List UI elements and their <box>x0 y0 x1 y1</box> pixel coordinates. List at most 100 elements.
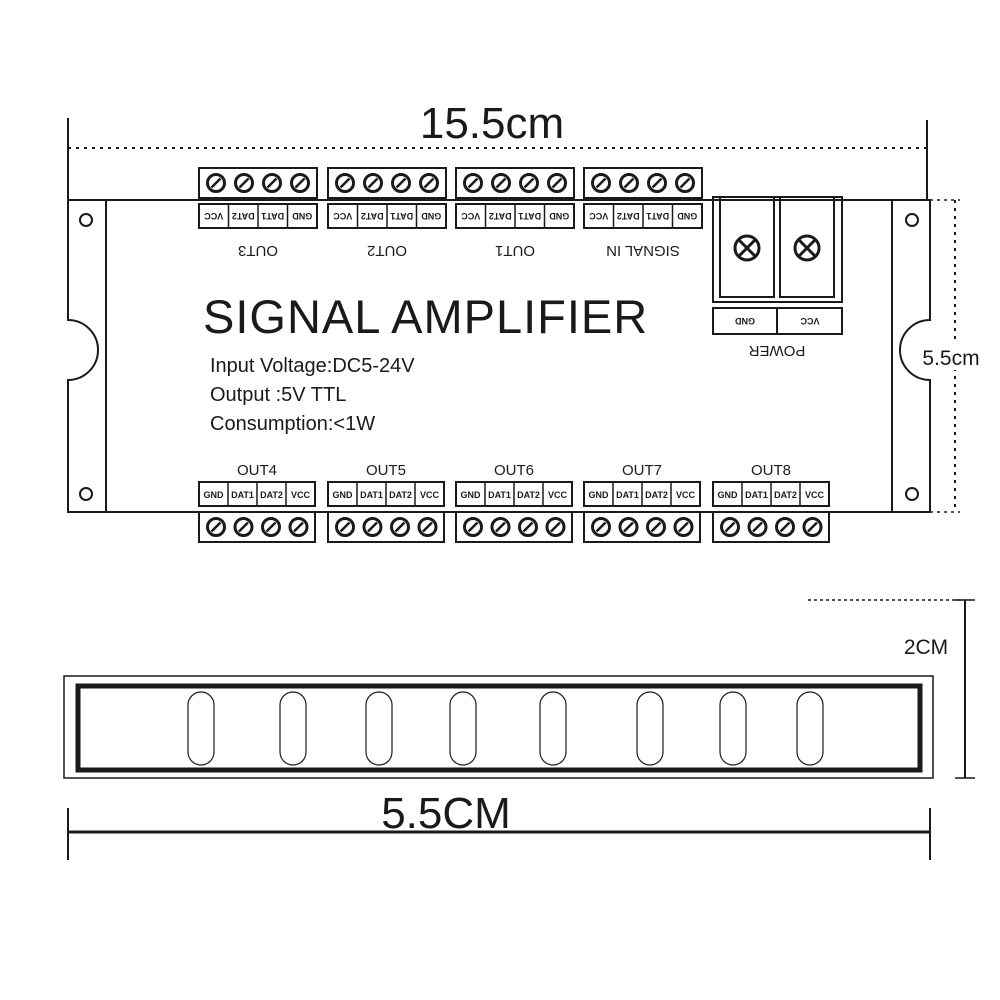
pin-label-dat2: DAT2 <box>389 490 412 500</box>
vent-slot <box>279 691 307 766</box>
pin-label-vcc: VCC <box>676 490 696 500</box>
screw-terminal-icon <box>261 517 281 537</box>
screw-terminal-icon <box>720 517 740 537</box>
vent-slot <box>365 691 393 766</box>
pin-label-dat1: DAT1 <box>646 211 669 221</box>
pin-label-gnd: GND <box>333 490 354 500</box>
pin-label-dat1: DAT1 <box>261 211 284 221</box>
screw-terminal-icon <box>290 173 310 193</box>
connector-label: OUT3 <box>238 242 278 259</box>
side-view-inner <box>75 683 923 773</box>
connector-top-2: GND DAT1 DAT2 VCC OUT2 <box>327 167 447 259</box>
vent-slot <box>796 691 824 766</box>
connector-top-3: GND DAT1 DAT2 VCC OUT1 <box>455 167 575 259</box>
side-view-outer <box>63 675 934 779</box>
pin-label-dat2: DAT2 <box>361 211 384 221</box>
pin-label-vcc: VCC <box>461 211 481 221</box>
top-width-label: 15.5cm <box>420 99 564 148</box>
side-height-dimension: 5.5cm <box>912 199 998 513</box>
screw-terminal-icon <box>463 517 483 537</box>
connector-label: OUT8 <box>751 462 791 479</box>
connector-top-1: GND DAT1 DAT2 VCC OUT3 <box>198 167 318 259</box>
pin-label-vcc: VCC <box>333 211 353 221</box>
pin-label-dat2: DAT2 <box>645 490 668 500</box>
screw-terminal-icon <box>547 173 567 193</box>
device-title: SIGNAL AMPLIFIER <box>203 290 648 343</box>
mount-hole-top-left <box>79 213 93 227</box>
screw-terminal-icon <box>391 173 411 193</box>
pin-label-vcc: VCC <box>291 490 311 500</box>
screw-terminal-icon <box>419 173 439 193</box>
pin-label-dat1: DAT1 <box>360 490 383 500</box>
screw-terminal-icon <box>618 517 639 537</box>
mount-hole-bottom-left <box>79 487 93 501</box>
power-pin-vcc: VCC <box>800 316 820 326</box>
connector-label: OUT5 <box>366 462 406 479</box>
screw-terminal-icon <box>390 517 410 537</box>
pin-label-dat2: DAT2 <box>489 211 512 221</box>
pin-label-dat1: DAT1 <box>518 211 541 221</box>
screw-terminal-icon <box>288 517 309 537</box>
screw-terminal-icon <box>747 517 768 537</box>
screw-terminal-icon <box>545 517 566 537</box>
screw-terminal-icon <box>619 173 639 193</box>
vent-slot <box>636 691 664 766</box>
vent-slot <box>539 691 567 766</box>
connector-label: OUT2 <box>367 242 407 259</box>
pin-label-dat1: DAT1 <box>231 490 254 500</box>
pin-label-dat2: DAT2 <box>232 211 255 221</box>
screw-terminal-icon <box>518 517 538 537</box>
pin-label-gnd: GND <box>677 211 698 221</box>
screw-terminal-icon <box>591 173 611 193</box>
side-view: 2CM 5.5CM <box>63 599 975 860</box>
pin-label-gnd: GND <box>292 211 313 221</box>
pin-label-gnd: GND <box>421 211 442 221</box>
connector-label: SIGNAL IN <box>606 242 680 259</box>
screw-terminal-icon <box>775 517 795 537</box>
power-pin-gnd: GND <box>735 316 756 326</box>
pin-label-gnd: GND <box>204 490 225 500</box>
power-screw-vcc-icon <box>793 234 821 262</box>
screw-terminal-icon <box>417 517 438 537</box>
screw-terminal-icon <box>491 173 511 193</box>
connector-label: OUT7 <box>622 462 662 479</box>
vent-slot <box>449 691 477 766</box>
left-mount-flange <box>67 199 107 513</box>
pin-label-vcc: VCC <box>548 490 568 500</box>
pin-label-gnd: GND <box>718 490 739 500</box>
pin-label-dat2: DAT2 <box>517 490 540 500</box>
pin-label-vcc: VCC <box>420 490 440 500</box>
screw-terminal-icon <box>206 173 226 193</box>
screw-terminal-icon <box>206 517 226 537</box>
pin-label-dat2: DAT2 <box>774 490 797 500</box>
pin-label-dat2: DAT2 <box>617 211 640 221</box>
pin-label-vcc: VCC <box>204 211 224 221</box>
power-label: POWER <box>749 342 806 359</box>
mount-hole-top-right <box>905 213 919 227</box>
pin-label-vcc: VCC <box>589 211 609 221</box>
vent-slot-row <box>187 691 824 766</box>
screw-terminal-icon <box>646 517 666 537</box>
connector-label: OUT1 <box>495 242 535 259</box>
top-width-dimension: 15.5cm <box>67 99 928 200</box>
spec-consumption: Consumption:<1W <box>210 413 375 435</box>
pin-label-gnd: GND <box>549 211 570 221</box>
connector-label: OUT6 <box>494 462 534 479</box>
power-terminal: GND VCC POWER <box>712 196 843 359</box>
screw-terminal-icon <box>519 173 539 193</box>
screw-terminal-icon <box>490 517 511 537</box>
connector-label: OUT4 <box>237 462 277 479</box>
right-mount-flange <box>891 199 931 513</box>
screw-terminal-icon <box>363 173 383 193</box>
screw-terminal-icon <box>234 173 254 193</box>
screw-terminal-icon <box>335 173 355 193</box>
screw-terminal-icon <box>233 517 254 537</box>
pin-label-dat1: DAT1 <box>390 211 413 221</box>
pin-label-gnd: GND <box>461 490 482 500</box>
screw-terminal-icon <box>362 517 383 537</box>
vent-slot <box>719 691 747 766</box>
